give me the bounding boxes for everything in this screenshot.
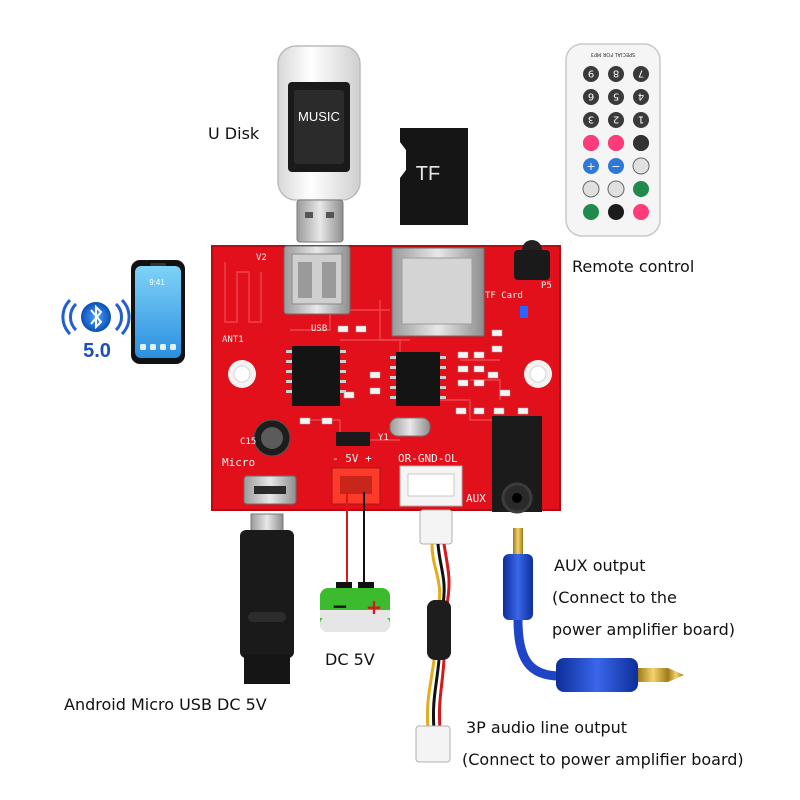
micro-usb-label: Android Micro USB DC 5V — [64, 695, 267, 714]
silk-out: OR-GND-OL — [398, 452, 458, 465]
usb-disk: MUSIC — [277, 45, 361, 243]
silk-c15: C15 — [240, 437, 256, 447]
bluetooth-icon — [61, 298, 131, 336]
battery-icon: − + — [320, 582, 390, 632]
aux-output-label: AUX output — [554, 556, 646, 575]
dc-power-wires — [346, 492, 365, 590]
aux-board-label: power amplifier board) — [552, 620, 736, 639]
battery-plus: + — [366, 595, 383, 619]
remote-header: SPECIAL FOR MP3 — [591, 51, 636, 57]
silk-5v: - 5V + — [332, 452, 372, 465]
remote-key-label: 8 — [613, 68, 619, 79]
remote-key-label: 5 — [613, 91, 619, 102]
remote-control: SPECIAL FOR MP3 987654321012 + − — [565, 43, 661, 237]
remote-control-label: Remote control — [572, 257, 695, 276]
tf-card-text: TF — [416, 163, 440, 185]
pcb-board: USB TF Card V2 P5 ANT1 Micro - 5V + OR-G… — [211, 240, 561, 514]
tf-card: TF — [400, 128, 468, 225]
line-output-label: 3P audio line output — [466, 718, 628, 737]
remote-key-label: 4 — [638, 91, 644, 102]
silk-micro: Micro — [222, 456, 255, 469]
remote-key-label: 1 — [638, 114, 644, 125]
remote-key — [633, 66, 649, 82]
usb-disk-screen-text: MUSIC — [298, 109, 340, 124]
silk-tf: TF Card — [485, 291, 523, 301]
line-connect-label: (Connect to power amplifier board) — [462, 750, 744, 769]
bluetooth-version: 5.0 — [83, 340, 111, 362]
usb-disk-label: U Disk — [208, 124, 260, 143]
remote-key — [583, 89, 599, 105]
svg-text:+: + — [586, 160, 595, 173]
remote-key — [633, 89, 649, 105]
remote-key-label: 7 — [638, 68, 644, 79]
dc-5v-label: DC 5V — [325, 650, 375, 669]
silk-v2: V2 — [256, 253, 267, 263]
silk-usb: USB — [311, 324, 327, 334]
svg-text:−: − — [611, 160, 620, 173]
remote-key — [608, 66, 624, 82]
silk-y1: Y1 — [378, 433, 389, 443]
smartphone: 9:41 — [131, 260, 185, 364]
remote-key — [583, 112, 599, 128]
remote-key-label: 6 — [588, 91, 594, 102]
silk-p5: P5 — [541, 281, 552, 291]
silk-aux: AUX — [466, 492, 486, 505]
micro-usb-cable — [240, 513, 294, 684]
aux-connect-label: (Connect to the — [552, 588, 677, 607]
silk-ant: ANT1 — [222, 335, 244, 345]
remote-key-label: 9 — [588, 68, 594, 79]
remote-key-label: 2 — [613, 114, 619, 125]
remote-key — [583, 66, 599, 82]
phone-time: 9:41 — [149, 278, 165, 287]
battery-minus: − — [332, 594, 349, 618]
remote-key — [608, 89, 624, 105]
remote-key — [633, 112, 649, 128]
audio-3p-cable — [415, 509, 453, 763]
aux-cable — [503, 528, 684, 692]
remote-key — [608, 112, 624, 128]
remote-key-label: 3 — [588, 114, 594, 125]
